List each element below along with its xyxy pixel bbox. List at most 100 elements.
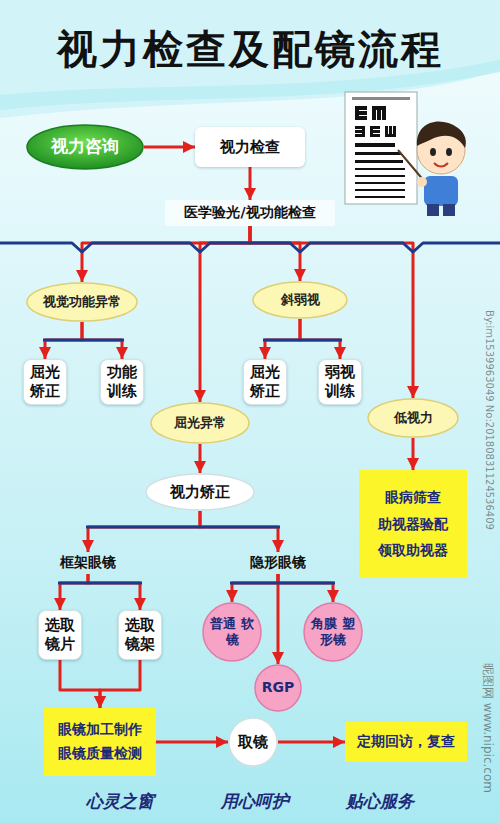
- eye-chart: [345, 92, 417, 204]
- branch-bracket: [263, 339, 342, 342]
- node-text: 视力咨询: [51, 136, 119, 157]
- branch-bracket: [58, 582, 142, 585]
- branch-label-node: 框架眼镜: [50, 552, 126, 574]
- ellipse-shape: [203, 603, 261, 661]
- eye: [430, 148, 436, 156]
- flow-arrow: [100, 660, 140, 708]
- branch-bus: [0, 243, 500, 252]
- node-text: 屈光异常: [174, 415, 226, 431]
- flow-arrow: [144, 146, 195, 149]
- start-ellipse: 视力咨询: [26, 124, 144, 170]
- eye: [446, 148, 452, 156]
- steps-box: 定期回访，复查: [345, 722, 467, 762]
- slogan: 用心呵护: [221, 790, 289, 813]
- flow-arrow: [45, 322, 82, 359]
- ellipse-shape: [304, 603, 362, 661]
- ellipse-shape: [27, 283, 137, 321]
- branch-bracket: [86, 526, 280, 529]
- node-text: 助视器验配: [378, 511, 448, 538]
- node-text: 选取 镜片: [43, 616, 77, 654]
- node-text: 隐形眼镜: [250, 554, 306, 572]
- node-text: 功能 训练: [105, 363, 139, 401]
- node-text: 屈光 矫正: [28, 363, 62, 401]
- leg: [427, 204, 439, 216]
- node-text: 取镜: [238, 733, 268, 752]
- flow-arrow: [88, 574, 140, 610]
- treatment-box: 弱视 训练: [318, 359, 362, 405]
- cartoon-boy: [398, 122, 466, 216]
- node-text: 视觉功能异常: [43, 294, 121, 310]
- treatment-box: 屈光 矫正: [243, 359, 287, 405]
- lens-circle: RGP: [254, 664, 302, 712]
- flow-arrow: [278, 741, 345, 744]
- category-ellipse: 低视力: [367, 398, 459, 438]
- flow-arrow: [249, 167, 252, 200]
- node-text: 定期回访，复查: [357, 733, 455, 751]
- hand: [417, 177, 427, 187]
- choice-box: 选取 镜片: [38, 610, 82, 660]
- node-text: 视力检查: [220, 138, 280, 157]
- ellipse-shape: [368, 399, 458, 437]
- shirt: [424, 176, 458, 206]
- choice-box: 选取 镜架: [118, 610, 162, 660]
- node-text: 领取助视器: [378, 537, 448, 564]
- flow-arrow: [82, 322, 122, 359]
- flow-arrow: [60, 574, 88, 610]
- lens-circle: 角膜 塑形镜: [303, 602, 363, 662]
- branch-label-node: 隐形眼镜: [240, 552, 316, 574]
- node-text: 框架眼镜: [60, 554, 116, 572]
- branch-bracket: [43, 339, 124, 342]
- treatment-box: 屈光 矫正: [23, 359, 67, 405]
- branch-bracket: [230, 582, 335, 585]
- treatment-box: 功能 训练: [100, 359, 144, 405]
- node-text: 低视力: [394, 410, 433, 426]
- steps-box: 眼镜加工制作眼镜质量检测: [44, 708, 156, 776]
- node-text: 弱视 训练: [323, 363, 357, 401]
- flow-arrow: [277, 574, 280, 664]
- flow-arrow: [265, 319, 300, 359]
- flow-arrow: [412, 438, 415, 470]
- slogan: 贴心服务: [346, 790, 414, 813]
- node-text: 视力矫正: [170, 483, 230, 502]
- lens-circle: 普通 软镜: [202, 602, 262, 662]
- node-text: 眼镜质量检测: [58, 742, 142, 766]
- node-text: 眼镜加工制作: [58, 718, 142, 742]
- mouth: [434, 163, 448, 167]
- title: 视力检查及配镜流程: [0, 22, 500, 77]
- flow-arrow: [232, 574, 278, 602]
- node-text: 角膜 塑形镜: [311, 616, 355, 649]
- chart-heading: [352, 97, 410, 100]
- flow-arrow: [250, 226, 300, 281]
- leg: [443, 204, 455, 216]
- slogan: 心灵之窗: [86, 790, 154, 813]
- watermark: 昵图网 www.nipic.com: [479, 663, 496, 793]
- pickup-circle: 取镜: [228, 717, 278, 767]
- header-swoosh: [0, 0, 500, 118]
- ellipse-shape: [255, 665, 301, 711]
- flow-arrow: [200, 511, 278, 552]
- ellipse-shape: [146, 474, 254, 510]
- node-text: RGP: [262, 679, 295, 697]
- watermark: By:im1539963049 No:20180831124536409: [484, 310, 495, 530]
- flow-arrow: [199, 444, 202, 473]
- process-ellipse: 视力矫正: [145, 473, 255, 511]
- node-text: 普通 软镜: [210, 616, 254, 649]
- ellipse-shape: [27, 125, 143, 169]
- node-text: 斜弱视: [281, 292, 320, 308]
- node-text: 选取 镜架: [123, 616, 157, 654]
- ellipse-shape: [151, 403, 249, 443]
- ellipse-shape: [253, 282, 347, 318]
- process-box: 医学验光/视功能检查: [165, 200, 335, 226]
- category-ellipse: 视觉功能异常: [26, 282, 138, 322]
- steps-box: 眼病筛查助视器验配领取助视器: [359, 470, 467, 578]
- category-ellipse: 屈光异常: [150, 402, 250, 444]
- flow-arrow: [156, 741, 228, 744]
- flow-arrow: [300, 319, 340, 359]
- node-text: 眼病筛查: [385, 484, 441, 511]
- flow-arrow: [278, 574, 333, 602]
- hair: [417, 122, 466, 148]
- flow-arrow: [82, 226, 250, 282]
